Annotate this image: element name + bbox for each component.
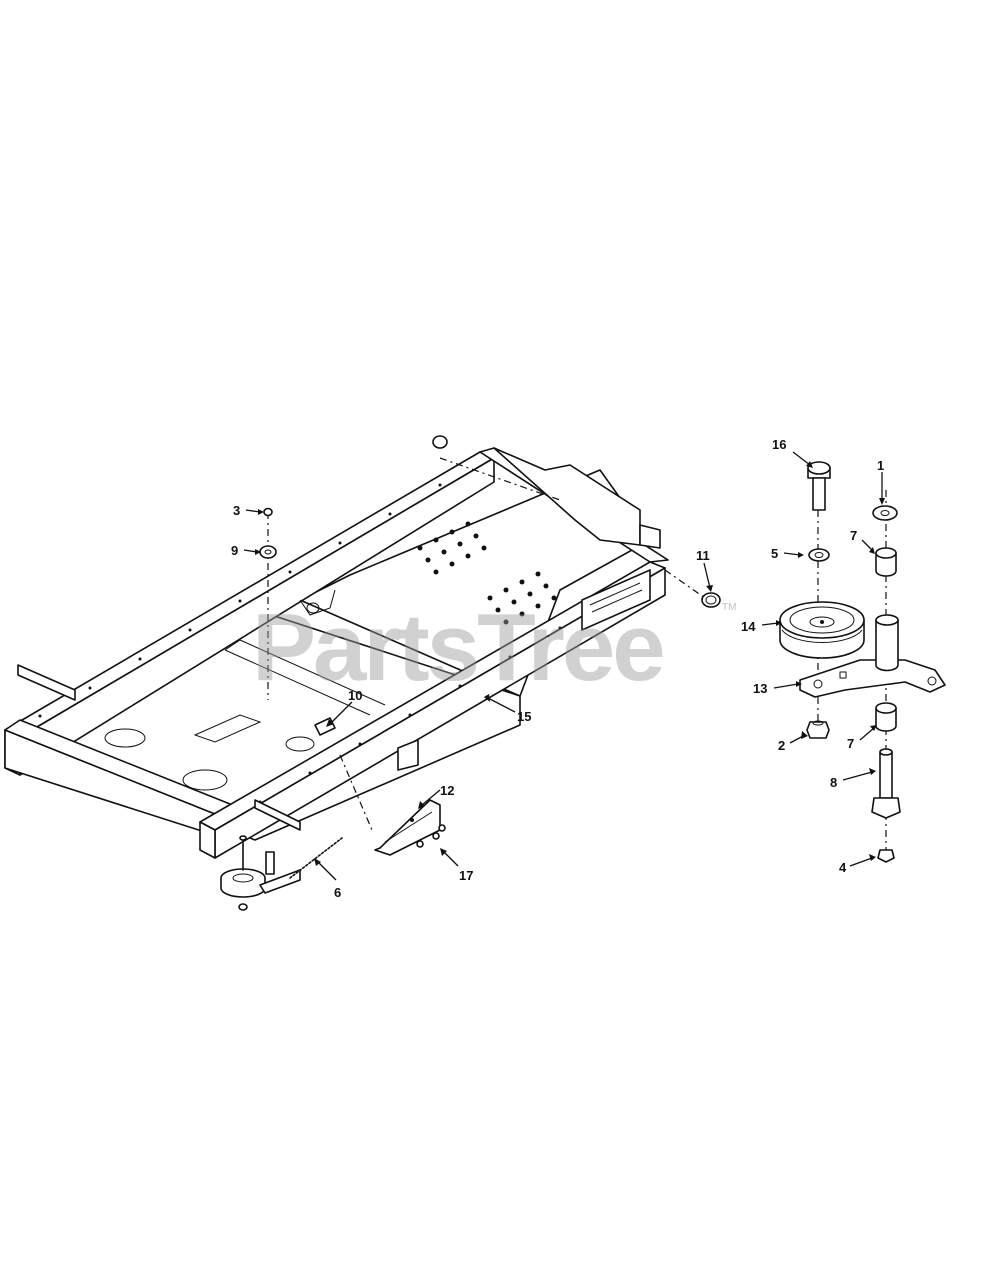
callout-6[interactable]: 6: [334, 885, 341, 900]
callout-8[interactable]: 8: [830, 775, 837, 790]
part-12-bracket: [374, 799, 441, 856]
callout-5[interactable]: 5: [771, 546, 778, 561]
watermark-tm: TM: [722, 602, 736, 613]
callout-14[interactable]: 14: [741, 619, 756, 634]
part-11-centerline: [439, 457, 706, 599]
callout-1[interactable]: 1: [877, 458, 884, 473]
callout-9[interactable]: 9: [231, 543, 238, 558]
callout-11[interactable]: 11: [696, 548, 710, 563]
part-13-idler-arm: [799, 614, 946, 698]
part-11-plug: [701, 592, 721, 608]
part-17-screws: [416, 824, 446, 848]
callout-13[interactable]: 13: [753, 681, 767, 696]
part-12-centerline: [339, 754, 373, 831]
part-4-nut: [877, 849, 895, 863]
part-3-nut: [263, 507, 273, 517]
part-14-pulley: [779, 601, 865, 659]
part-6-spring-assembly: [220, 835, 343, 911]
callout-16[interactable]: 16: [772, 437, 786, 452]
callouts: 1 2 3 4 5 6 7 7 8 9 10 11 12: [231, 437, 885, 900]
part-9-washer: [259, 545, 277, 559]
part-1-washer: [872, 505, 898, 521]
part-7-bushing-lower: [875, 702, 897, 732]
frame-top-plug: [432, 435, 448, 449]
frame-assembly: [4, 447, 669, 859]
part-5-washer: [808, 548, 830, 562]
callout-3[interactable]: 3: [233, 503, 240, 518]
callout-10[interactable]: 10: [348, 688, 362, 703]
callout-17[interactable]: 17: [459, 868, 473, 883]
callout-4[interactable]: 4: [839, 860, 847, 875]
parts-tree-watermark: PartsTree TM: [252, 594, 736, 701]
callout-7-upper[interactable]: 7: [850, 528, 857, 543]
callout-15[interactable]: 15: [517, 709, 531, 724]
part-7-bushing-upper: [875, 547, 897, 577]
part-8-shoulder-bolt: [871, 748, 901, 819]
callout-2[interactable]: 2: [778, 738, 785, 753]
watermark-text: PartsTree: [252, 594, 663, 701]
callout-12[interactable]: 12: [440, 783, 454, 798]
part-16-bolt: [807, 461, 831, 511]
part-2-nut: [806, 720, 830, 739]
callout-7-lower[interactable]: 7: [847, 736, 854, 751]
